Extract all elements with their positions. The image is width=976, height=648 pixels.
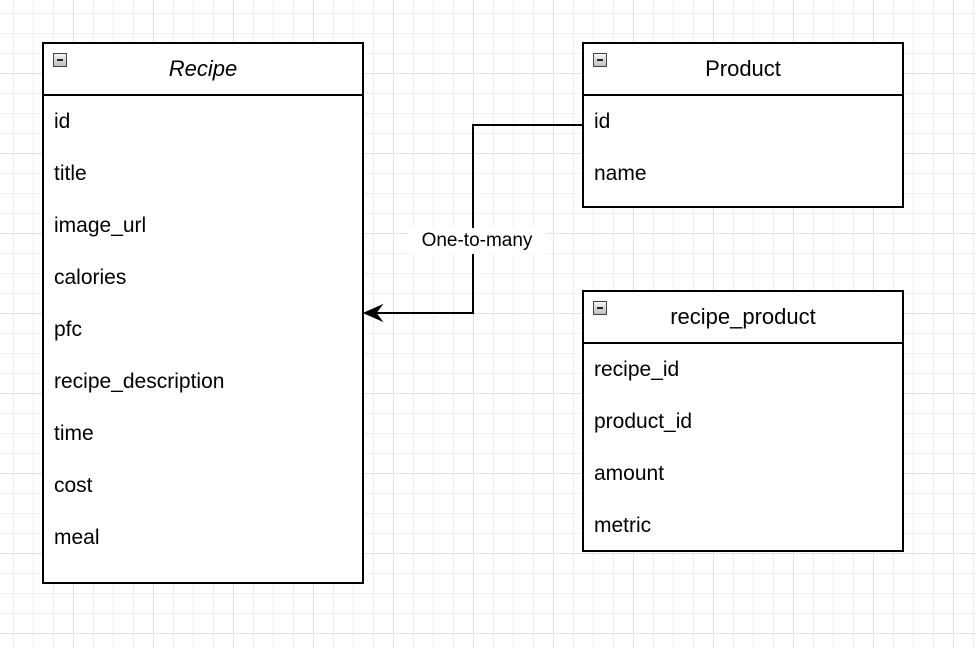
- recipe-product-field-product-id[interactable]: product_id: [594, 410, 693, 433]
- recipe-field-pfc[interactable]: pfc: [54, 318, 83, 341]
- collapse-minus-icon[interactable]: [53, 53, 67, 67]
- recipe-field-meal[interactable]: meal: [54, 526, 100, 549]
- collapse-minus-icon[interactable]: [593, 301, 607, 315]
- recipe-field-image-url[interactable]: image_url: [54, 214, 147, 237]
- arrowhead-icon: [362, 303, 384, 323]
- recipe-field-calories[interactable]: calories: [54, 266, 127, 289]
- recipe-product-entity[interactable]: recipe_product recipe_id product_id amou…: [582, 290, 904, 552]
- collapse-minus-icon[interactable]: [593, 53, 607, 67]
- product-entity[interactable]: Product id name: [582, 42, 904, 208]
- product-entity-title: Product: [705, 56, 781, 81]
- relation-line[interactable]: [376, 124, 583, 314]
- recipe-field-id[interactable]: id: [54, 110, 71, 133]
- product-entity-header[interactable]: Product: [584, 44, 902, 96]
- product-field-name[interactable]: name: [594, 162, 647, 185]
- relation-label[interactable]: One-to-many: [408, 228, 546, 254]
- recipe-entity[interactable]: Recipe id title image_url calories pfc r…: [42, 42, 364, 584]
- recipe-product-field-recipe-id[interactable]: recipe_id: [594, 358, 680, 381]
- recipe-entity-header[interactable]: Recipe: [44, 44, 362, 96]
- recipe-product-field-amount[interactable]: amount: [594, 462, 665, 485]
- recipe-entity-title: Recipe: [168, 56, 238, 81]
- recipe-field-recipe-description[interactable]: recipe_description: [54, 370, 225, 393]
- product-field-id[interactable]: id: [594, 110, 611, 133]
- recipe-field-title[interactable]: title: [54, 162, 87, 185]
- recipe-field-time[interactable]: time: [54, 422, 94, 445]
- recipe-product-entity-header[interactable]: recipe_product: [584, 292, 902, 344]
- recipe-product-entity-title: recipe_product: [670, 304, 816, 329]
- recipe-product-field-metric[interactable]: metric: [594, 514, 652, 537]
- recipe-field-cost[interactable]: cost: [54, 474, 93, 497]
